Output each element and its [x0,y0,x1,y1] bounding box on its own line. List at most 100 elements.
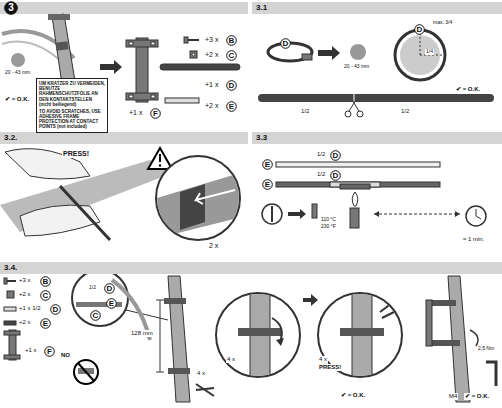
node-text: B [229,37,235,45]
part-letter: E [226,101,237,112]
node-text: D [333,172,339,180]
node-text: D [53,306,59,314]
fraction: 1/2 [316,171,326,178]
part-letter: E [40,318,51,329]
fraction: 1/2 [88,285,97,291]
quantity: 2 x [208,242,219,250]
node-text: C [93,312,99,320]
bracket-part [126,38,158,102]
node-text: D [417,26,423,34]
quantity: 4 x [226,356,236,363]
part-letter: E [106,298,117,309]
part-letter: F [150,108,161,119]
node-text: 3.2. [4,134,17,143]
dimension: 20 - 43 mm [343,64,370,70]
node-text: C [43,292,49,300]
arrow [100,60,122,74]
node-text: D [283,40,289,48]
dimension: 20 - 43 mm [4,70,31,76]
ok-note: ✔ = O.K. [4,96,30,103]
part-letter: D [414,24,425,35]
quantity: +3 x [204,36,219,44]
ok-note: ✔ = O.K. [340,392,366,399]
fraction: 1/4 [425,49,434,55]
part-letter: F [44,346,55,357]
fraction: 1/2 [300,108,310,115]
part-letter: D [226,80,237,91]
no-symbol [74,360,98,384]
fraction: 1/2 [316,151,326,158]
part-letter: D [330,170,341,181]
screw-size: M4 [448,393,458,400]
node-text: E [229,103,234,111]
fraction: 1/2 [400,108,410,115]
part-letter: E [262,159,273,170]
instruction: PRESS! [318,364,342,371]
part-letter: B [226,35,237,46]
node-text: E [43,320,48,328]
step-number: 3 [4,1,18,15]
apply-protection-sketch [0,148,250,240]
quantity: +2 x [204,102,219,110]
quantity: +2 x [18,319,32,326]
node-text: D [107,285,113,293]
ok-note: ✔ = O.K. [455,86,481,93]
part-letter: D [50,304,61,315]
duration: ≈ 1 min. [462,236,485,243]
part-letter: D [330,150,341,161]
node-text: 3.1 [256,4,267,13]
detail-callout [72,270,168,326]
detail-circles [216,290,402,380]
part-letter: D [280,38,291,49]
quantity: +1 x [128,109,143,117]
node-text: D [333,152,339,160]
torque: 2,5 Nm [477,346,495,352]
part-letter: C [40,290,51,301]
quantity: +2 x [18,291,32,298]
quantity: +1 x [24,347,38,354]
node-text: 3.4. [4,264,17,273]
temperature: 230 °F [320,224,337,230]
step-header: 3.1 [252,2,502,14]
node-text: 3.3 [256,134,267,143]
ok-note: ✔ = O.K. [464,393,490,400]
step-header: 3.4. [0,262,502,274]
warning-note: UM KRATZER ZU VERMEIDEN, BENUTZE RAHMENS… [36,78,108,133]
node-text: E [109,300,114,308]
strap-sketch [258,30,494,117]
quantity: +3 x [18,277,32,284]
parts [160,37,240,103]
node-text: F [47,348,52,356]
part-letter: C [90,310,101,321]
part-letter: E [262,179,273,190]
node-text: 3 [8,3,14,13]
node-text: F [153,110,158,118]
dimension: 128 mm [130,330,154,337]
node-text: E [265,181,270,189]
quantity: +2 x [204,51,219,59]
part-letter: D [104,283,115,294]
quantity: +1 x 1/2 [18,305,42,312]
fork-mount-sketch [112,276,214,402]
header-bar [0,2,248,14]
quantity: 4 x [196,370,206,377]
part-letter: B [40,276,51,287]
shrink-tube-sketch [262,162,486,228]
mounted-bracket-sketch [426,276,496,402]
node-text: B [43,278,49,286]
temperature: 110 °C [320,217,337,223]
note-text: TO AVOID SCRATCHES, USE ADHESIVE FRAME P… [39,109,105,130]
node-text: C [229,52,235,60]
warning: NO [60,352,71,359]
step-header: 3.3 [252,132,502,144]
node-text: D [229,82,235,90]
fraction: max. 3/4 [432,20,453,26]
quantity: 4 x [318,356,328,363]
note-text: UM KRATZER ZU VERMEIDEN, BENUTZE RAHMENS… [39,81,105,107]
instruction: PRESS! [62,150,90,158]
step-header: 3.2. [0,132,248,144]
part-letter: C [226,50,237,61]
node-text: E [265,161,270,169]
quantity: +1 x [204,81,219,89]
